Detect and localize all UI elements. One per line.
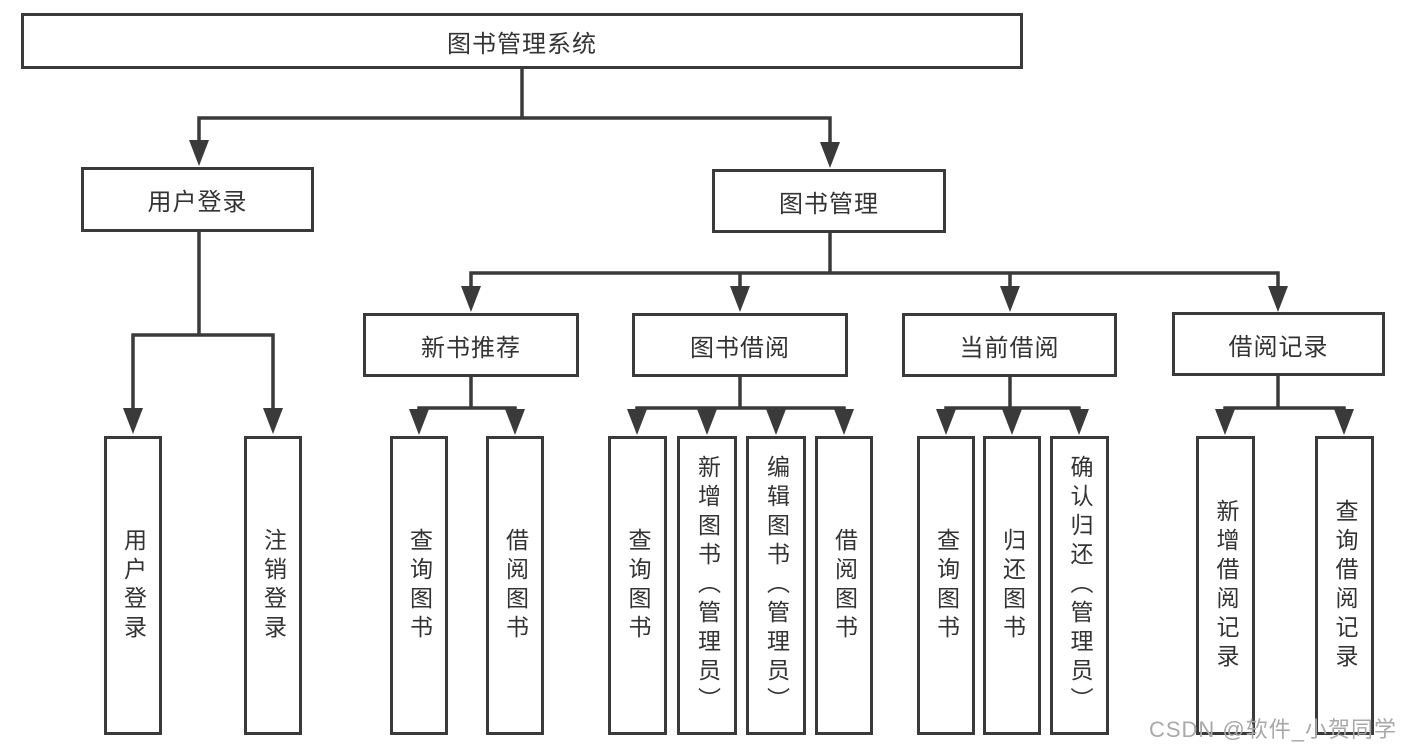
connector-newbook-to-leaves	[417, 377, 517, 420]
leaf-return-books: 归还图书	[983, 436, 1041, 735]
leaf-query-books-borrow: 查询图书	[608, 436, 667, 735]
connector-userlogin-to-leaves	[131, 232, 275, 418]
leaf-query-borrow-record: 查询借阅记录	[1315, 436, 1374, 735]
node-new-book-recommend: 新书推荐	[363, 313, 579, 377]
connector-root-to-level2	[197, 69, 832, 152]
node-book-management: 图书管理	[712, 169, 946, 233]
watermark: CSDN @软件_小贺同学	[1148, 717, 1397, 742]
connector-bookmgmt-to-level3	[469, 233, 1280, 298]
node-book-borrowing: 图书借阅	[632, 313, 848, 377]
leaf-add-book-admin: 新增图书（管理员）	[677, 436, 737, 735]
node-current-borrowing: 当前借阅	[902, 313, 1117, 377]
leaf-user-login: 用户登录	[104, 436, 162, 735]
leaf-add-borrow-record: 新增借阅记录	[1196, 436, 1255, 735]
leaf-edit-book-admin: 编辑图书（管理员）	[746, 436, 806, 735]
node-root: 图书管理系统	[21, 13, 1023, 69]
leaf-query-books-recommend: 查询图书	[390, 436, 448, 735]
node-borrowing-records: 借阅记录	[1172, 312, 1385, 376]
leaf-borrow-books: 借阅图书	[815, 436, 873, 735]
leaf-query-books-current: 查询图书	[917, 436, 975, 735]
leaf-confirm-return-admin: 确认归还（管理员）	[1050, 436, 1109, 735]
connector-bookborrow-to-leaves	[635, 377, 846, 420]
leaf-logout: 注销登录	[244, 436, 302, 735]
connector-borrowrecord-to-leaves	[1223, 376, 1346, 420]
connector-currentborrow-to-leaves	[944, 377, 1081, 420]
node-user-login: 用户登录	[81, 167, 314, 232]
leaf-borrow-books-recommend: 借阅图书	[486, 436, 544, 735]
